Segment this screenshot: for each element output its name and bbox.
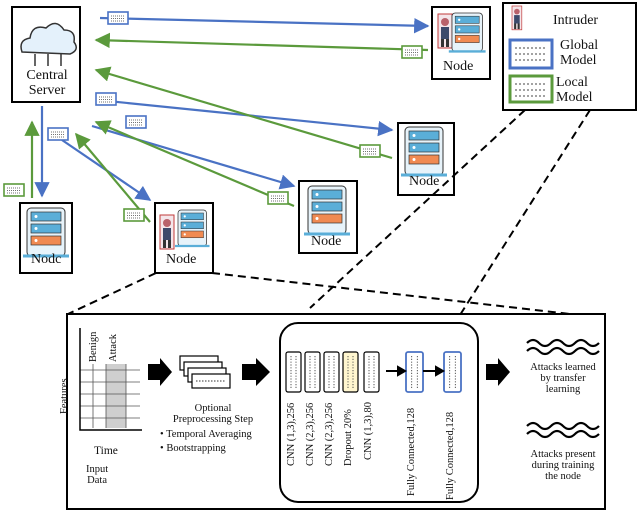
legend-global-icon — [508, 38, 554, 70]
column-attack-label: Attack — [108, 334, 119, 362]
legend-global-label: Global Model — [560, 38, 599, 68]
outcome-transfer-label: Attacks learned by transfer learning — [530, 362, 596, 395]
outcome-present-label: Attacks present during training the node — [530, 449, 596, 482]
layer-block-3 — [323, 351, 340, 393]
node-box-top-right — [431, 6, 491, 80]
input-data-label: Input Data — [86, 464, 109, 486]
preprocess-item-1: • Temporal Averaging — [160, 429, 252, 440]
node-label-center: Node — [311, 234, 342, 249]
preprocess-item-1-text: Temporal Averaging — [166, 429, 252, 440]
global-model-arrows — [34, 16, 430, 201]
layer-block-7 — [443, 351, 462, 393]
layer-label-2: CNN (2,3),256 — [305, 402, 316, 466]
layer-label-3: CNN (2,3),256 — [324, 402, 335, 466]
legend-intruder-label: Intruder — [553, 13, 599, 28]
node-label-top-right: Node — [443, 59, 474, 74]
preprocess-title: Optional Preprocessing Step — [172, 403, 254, 425]
node-label-mid-right: Node — [409, 174, 440, 189]
node-box-left — [19, 202, 73, 274]
local-model-arrows — [24, 32, 429, 223]
central-server-box — [11, 6, 81, 103]
cnn-layer-blocks — [285, 351, 462, 393]
node-box-intruded — [154, 202, 214, 274]
layer-label-4: Dropout 20% — [343, 409, 354, 466]
preprocess-item-2: • Bootstrapping — [160, 443, 226, 454]
axis-features-label: Features — [59, 378, 70, 414]
flow-arrows — [148, 358, 510, 386]
preprocess-stack-icon — [179, 355, 231, 389]
legend-local-label: Local Model — [556, 75, 593, 105]
outcome-wave-icons — [526, 338, 600, 439]
node-box-mid-right — [397, 122, 455, 196]
preprocess-item-2-text: Bootstrapping — [166, 443, 226, 454]
zoom-connectors — [67, 109, 606, 327]
layer-label-6: Fully Connected,128 — [406, 407, 417, 496]
input-data-grid — [79, 328, 142, 431]
legend-local-icon — [508, 74, 554, 104]
fc-arrows — [386, 365, 446, 377]
layer-block-2 — [304, 351, 321, 393]
node-label-intruded: Node — [166, 252, 197, 267]
layer-label-7: Fully Connected,128 — [445, 411, 456, 500]
cloud-icon — [20, 22, 77, 55]
layer-block-4 — [342, 351, 359, 393]
node-label-left: Nodc — [31, 252, 62, 267]
layer-label-1: CNN (1,3),256 — [286, 402, 297, 466]
legend-box — [502, 2, 637, 111]
layer-block-5 — [363, 351, 380, 393]
node-box-center — [298, 180, 358, 254]
layer-block-6 — [405, 351, 424, 393]
layer-label-5: CNN (1,3),80 — [363, 401, 374, 460]
column-benign-label: Benign — [88, 331, 99, 362]
layer-block-1 — [285, 351, 302, 393]
central-server-label: Central Server — [26, 68, 68, 98]
axis-time-label: Time — [94, 445, 118, 457]
